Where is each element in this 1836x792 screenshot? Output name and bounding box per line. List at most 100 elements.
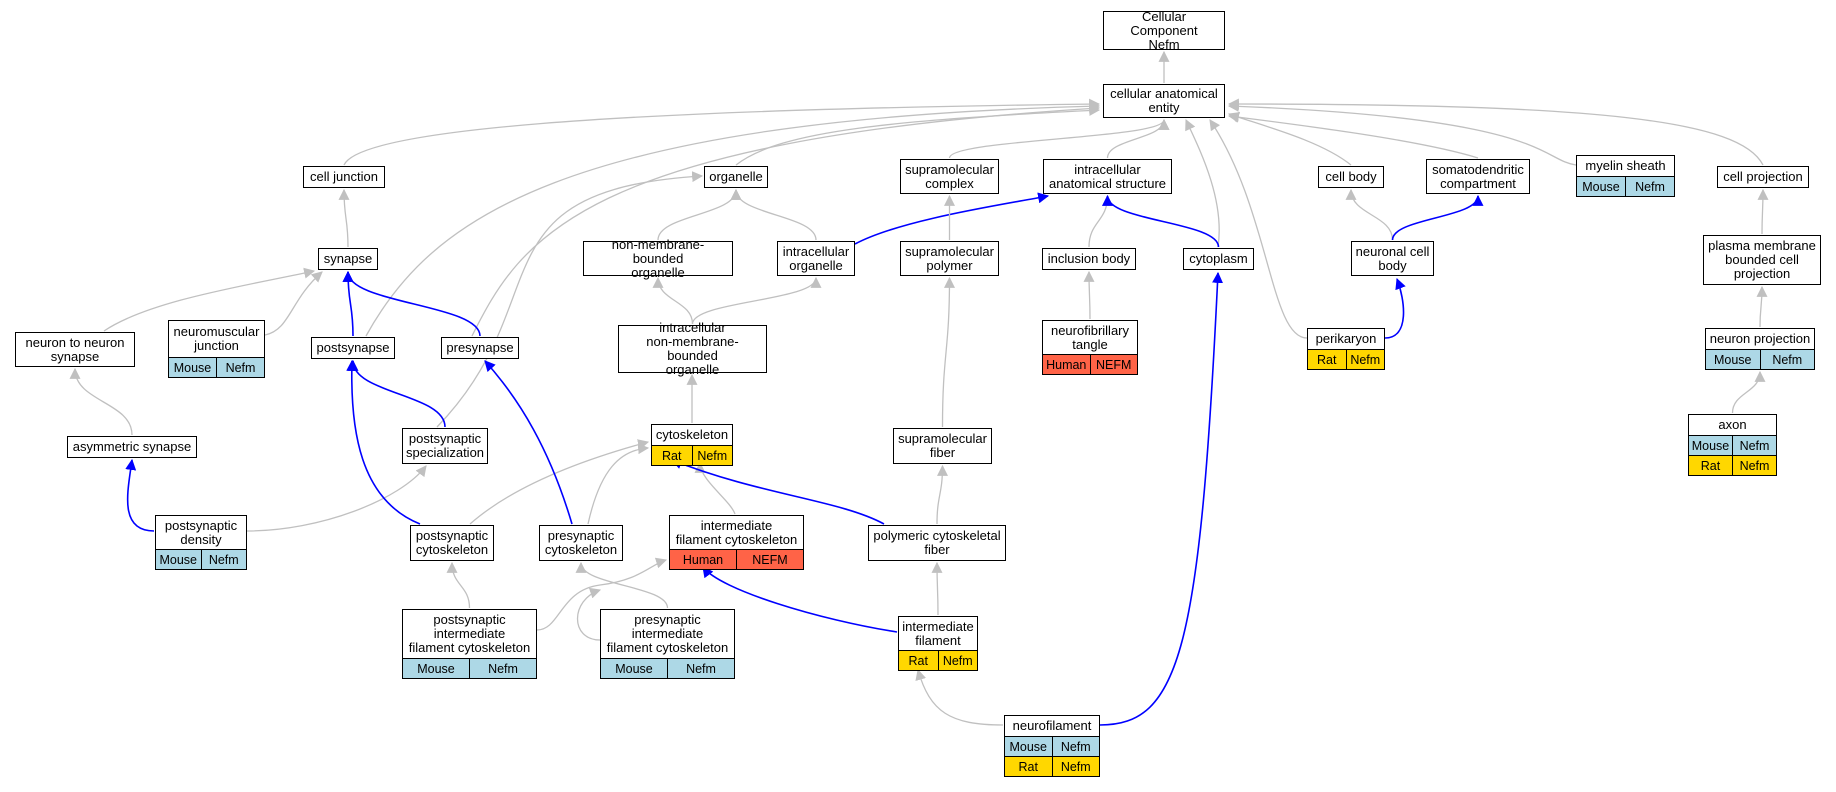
species-label: Rat — [899, 651, 938, 670]
edge-intracellular_organelle-to-organelle — [730, 188, 817, 241]
node-pre-ifc[interactable]: presynaptic intermediate filament cytosk… — [600, 609, 735, 679]
node-label: postsynaptic density — [164, 517, 238, 547]
edge-pre_ifc-to-presynaptic_cytoskeleton — [575, 561, 669, 609]
node-neuronal-cell-body[interactable]: neuronal cell body — [1351, 241, 1434, 276]
edge-synapse-to-cell_junction — [338, 188, 350, 248]
node-label: perikaryon — [1315, 331, 1377, 346]
node-label: synapse — [323, 251, 373, 266]
species-label: Human — [1043, 355, 1090, 374]
species-label: Mouse — [1577, 177, 1625, 196]
node-n2n-synapse[interactable]: neuron to neuron synapse — [15, 332, 135, 367]
edge-intermediate_filament-to-pcf — [931, 561, 943, 616]
node-pmbcp[interactable]: plasma membrane bounded cell projection — [1703, 235, 1821, 285]
edge-layer — [69, 50, 1769, 726]
node-postsynaptic-specialization[interactable]: postsynaptic specialization — [402, 428, 488, 464]
node-cell-projection[interactable]: cell projection — [1717, 166, 1809, 188]
node-organelle[interactable]: organelle — [704, 166, 768, 188]
node-intracellular-organelle[interactable]: intracellular organelle — [777, 241, 855, 276]
node-label: non-membrane-bounded organelle — [611, 236, 705, 280]
node-label: cytoplasm — [1189, 251, 1248, 266]
node-label: plasma membrane bounded cell projection — [1708, 238, 1816, 281]
node-ias[interactable]: intracellular anatomical structure — [1043, 159, 1172, 194]
node-supramolecular-fiber[interactable]: supramolecular fiber — [893, 428, 992, 464]
node-asymmetric-synapse[interactable]: asymmetric synapse — [67, 436, 197, 458]
node-presynapse[interactable]: presynapse — [441, 337, 519, 359]
gene-label: NEFM — [1089, 355, 1137, 374]
gene-label: Nefm — [469, 659, 536, 678]
node-cell-junction[interactable]: cell junction — [303, 166, 385, 188]
node-nmbo[interactable]: non-membrane-bounded organelle — [583, 236, 733, 280]
node-inclusion-body[interactable]: inclusion body — [1042, 248, 1136, 270]
node-label: intracellular anatomical structure — [1048, 161, 1167, 191]
gene-label: Nefm — [1051, 757, 1099, 776]
edge-postsynaptic_specialization-to-organelle — [436, 171, 704, 428]
edge-pmbcp-to-cell_projection — [1757, 188, 1769, 235]
edge-pcf-to-cytoskeleton — [670, 458, 885, 525]
edge-postsynapse-to-cae — [365, 100, 1101, 337]
node-root[interactable]: Cellular Component Nefm — [1103, 9, 1225, 51]
node-pcf[interactable]: polymeric cytoskeletal fiber — [868, 525, 1006, 561]
edge-nmj-to-synapse — [264, 271, 323, 336]
edge-ifc-to-cytoskeleton — [694, 461, 736, 515]
node-label: cytoskeleton — [655, 427, 729, 442]
node-somatodendritic[interactable]: somatodendritic compartment — [1426, 159, 1530, 194]
node-supramolecular-complex[interactable]: supramolecular complex — [900, 159, 999, 194]
node-cell-body[interactable]: cell body — [1318, 166, 1384, 188]
node-postsynapse[interactable]: postsynapse — [311, 337, 395, 359]
node-postsynaptic-cytoskeleton[interactable]: postsynaptic cytoskeleton — [410, 525, 494, 561]
gene-label: Nefm — [1051, 737, 1099, 756]
species-label: Mouse — [156, 550, 201, 569]
node-presynaptic-cytoskeleton[interactable]: presynaptic cytoskeleton — [539, 525, 623, 561]
node-cae[interactable]: cellular anatomical entity — [1103, 84, 1225, 118]
node-label: inclusion body — [1047, 251, 1131, 266]
edge-neuronal_cell_body-to-somatodendritic — [1391, 194, 1484, 241]
node-label: supramolecular polymer — [905, 243, 994, 273]
edge-perikaryon-to-neuronal_cell_body — [1384, 277, 1406, 339]
node-post-ifc[interactable]: postsynaptic intermediate filament cytos… — [402, 609, 537, 679]
node-label: cell projection — [1723, 169, 1803, 184]
node-supramolecular-polymer[interactable]: supramolecular polymer — [900, 241, 999, 276]
node-label: axon — [1718, 417, 1747, 432]
edge-inmbo-to-nmbo — [652, 276, 694, 325]
node-label: cellular anatomical entity — [1110, 86, 1218, 115]
node-label: presynaptic intermediate filament cytosk… — [606, 612, 729, 655]
gene-label: Nefm — [1625, 177, 1674, 196]
node-label: intermediate filament cytoskeleton — [675, 517, 798, 547]
edge-cell_junction-to-cae — [343, 98, 1101, 166]
edge-postsynaptic_density-to-postsynaptic_specialization — [246, 465, 427, 532]
node-label: polymeric cytoskeletal fiber — [873, 528, 1001, 557]
node-label: supramolecular fiber — [898, 431, 987, 460]
node-inmbo[interactable]: intracellular non-membrane-bounded organ… — [618, 320, 767, 377]
edge-presynaptic_cytoskeleton-to-presynapse — [484, 360, 573, 525]
edge-postsynaptic_density-to-asymmetric_synapse — [125, 458, 155, 532]
edge-nft-to-inclusion_body — [1083, 270, 1095, 320]
node-label: neurofilament — [1012, 718, 1092, 733]
node-label: intracellular non-membrane-bounded organ… — [646, 320, 739, 377]
species-label: Mouse — [403, 659, 469, 678]
node-cytoplasm[interactable]: cytoplasm — [1183, 248, 1254, 270]
species-label: Rat — [1308, 350, 1346, 369]
edge-intermediate_filament-to-ifc — [702, 566, 898, 633]
node-synapse[interactable]: synapse — [318, 248, 378, 270]
